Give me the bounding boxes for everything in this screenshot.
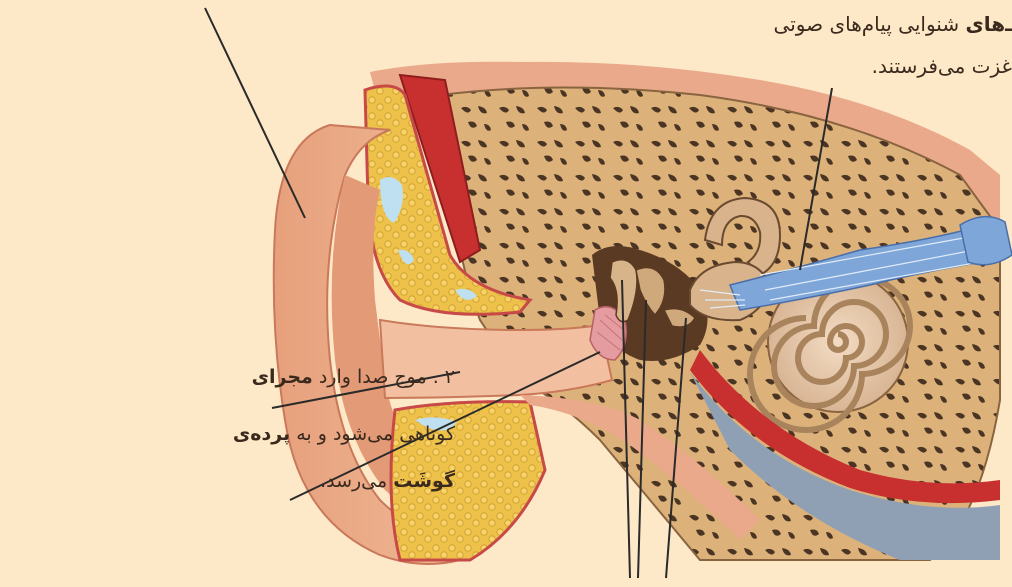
caption-step-2-plain-1: ۲ . موج صدا وارد — [313, 366, 455, 388]
label-auditory-nerve-rest: شنوایی پیام‌های صوتی — [774, 12, 966, 36]
auditory-nerve-end — [960, 217, 1012, 265]
caption-step-2-line2: کوتاهی می‌شود و به پرده‌ی — [233, 425, 455, 444]
label-auditory-nerve-line1: ـ‌های شنوایی پیام‌های صوتی — [774, 14, 1012, 34]
caption-step-2-bold-1: مجرای — [252, 366, 313, 388]
caption-step-2-line1: ۲ . موج صدا وارد مجرای — [252, 368, 455, 387]
caption-step-2-plain-3: می‌رسد. — [320, 470, 393, 492]
label-auditory-nerve-bold: ـ‌های — [965, 12, 1012, 36]
label-auditory-nerve-line2: غزت می‌فرستند. — [872, 56, 1012, 76]
caption-step-2-bold-3: گوشَت — [393, 470, 455, 492]
caption-step-2-plain-2: کوتاهی می‌شود و به — [290, 423, 455, 445]
leader-line-pinna — [205, 8, 305, 218]
caption-step-2-line3: گوشَت می‌رسد. — [320, 472, 455, 491]
caption-step-2-bold-2: پرده‌ی — [233, 423, 290, 445]
